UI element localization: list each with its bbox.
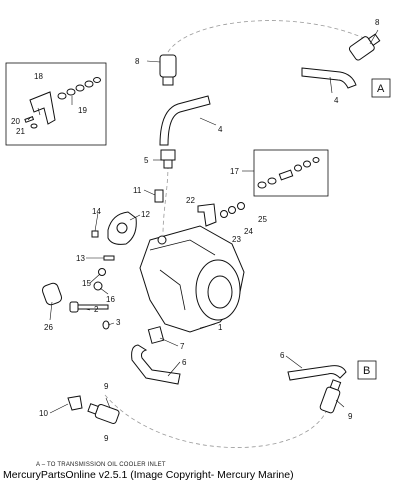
washer-3 bbox=[102, 320, 110, 330]
callout-22: 22 bbox=[186, 196, 195, 205]
callout-9-left: 9 bbox=[104, 382, 109, 391]
fitting-7 bbox=[147, 326, 165, 344]
callout-9-right: 9 bbox=[348, 412, 353, 421]
sensor-11 bbox=[154, 189, 164, 203]
callout-box-a bbox=[371, 78, 391, 98]
copyright-credit: MercuryPartsOnline v2.5.1 (Image Copyrig… bbox=[3, 469, 294, 481]
callout-8-upper: 8 bbox=[135, 57, 140, 66]
callout-2: 2 bbox=[94, 305, 99, 314]
cooler-hose-4-upper bbox=[301, 67, 357, 89]
callout-box-b bbox=[357, 360, 377, 380]
stud-13 bbox=[103, 255, 115, 261]
hardware-set-19 bbox=[57, 77, 101, 100]
cooler-hose-6-right bbox=[287, 365, 347, 381]
callout-25: 25 bbox=[258, 215, 267, 224]
callout-9-lower: 9 bbox=[104, 434, 109, 443]
callout-21: 21 bbox=[16, 127, 25, 136]
callout-13: 13 bbox=[76, 254, 85, 263]
bracket-22 bbox=[197, 203, 217, 227]
bolt-20 bbox=[24, 116, 35, 123]
leader-lines bbox=[27, 29, 379, 414]
callout-7: 7 bbox=[180, 342, 185, 351]
cover-plate-hole bbox=[116, 222, 128, 234]
bolt-14 bbox=[91, 230, 99, 238]
callout-15: 15 bbox=[82, 279, 91, 288]
callout-10: 10 bbox=[39, 409, 48, 418]
rubber-mount-26 bbox=[41, 282, 63, 306]
callout-4-lower: 4 bbox=[218, 125, 223, 134]
cooler-hose-6-left bbox=[131, 344, 181, 385]
callout-24: 24 bbox=[244, 227, 253, 236]
callout-16: 16 bbox=[106, 295, 115, 304]
callout-11: 11 bbox=[133, 186, 142, 195]
transmission-housing-1 bbox=[139, 225, 245, 333]
hardware-set-17 bbox=[257, 157, 320, 189]
bolt-2 bbox=[69, 301, 109, 313]
fitting-8-upper bbox=[159, 54, 177, 86]
callout-3: 3 bbox=[116, 318, 121, 327]
washer-15 bbox=[98, 268, 106, 276]
diagram-caption: A – TO TRANSMISSION OIL COOLER INLET bbox=[36, 462, 166, 468]
inset-hardware-box bbox=[253, 149, 329, 197]
callout-4-upper: 4 bbox=[334, 96, 339, 105]
callout-23: 23 bbox=[232, 235, 241, 244]
callout-20: 20 bbox=[11, 117, 20, 126]
callout-6-right: 6 bbox=[280, 351, 285, 360]
hose-clip-10 bbox=[67, 395, 83, 411]
inset-bracket-box bbox=[5, 62, 107, 146]
washer-24 bbox=[228, 206, 236, 214]
nut-25 bbox=[237, 202, 245, 210]
fitting-9-right bbox=[319, 379, 342, 414]
upper-routing-dashed-line bbox=[167, 20, 369, 53]
callout-18: 18 bbox=[34, 72, 43, 81]
callout-26: 26 bbox=[44, 323, 53, 332]
center-routing-dashed-line bbox=[162, 164, 169, 236]
callout-1: 1 bbox=[218, 323, 223, 332]
washer-21 bbox=[30, 123, 38, 129]
callout-box-b-label: B bbox=[363, 365, 370, 377]
callout-12: 12 bbox=[141, 210, 150, 219]
callout-14: 14 bbox=[92, 207, 101, 216]
lower-routing-dashed-line bbox=[104, 394, 331, 448]
callout-17: 17 bbox=[230, 167, 239, 176]
elbow-fitting-5 bbox=[160, 149, 176, 169]
callout-6-left: 6 bbox=[182, 358, 187, 367]
nut-23 bbox=[220, 210, 228, 218]
fitting-8-right bbox=[348, 33, 381, 61]
callout-box-a-label: A bbox=[377, 83, 385, 95]
callout-8-right: 8 bbox=[375, 18, 380, 27]
mounting-bracket bbox=[29, 91, 56, 125]
cooler-hose-4-lower bbox=[159, 95, 211, 146]
fitting-9-left bbox=[87, 403, 120, 424]
callout-19: 19 bbox=[78, 106, 87, 115]
callout-5: 5 bbox=[144, 156, 149, 165]
